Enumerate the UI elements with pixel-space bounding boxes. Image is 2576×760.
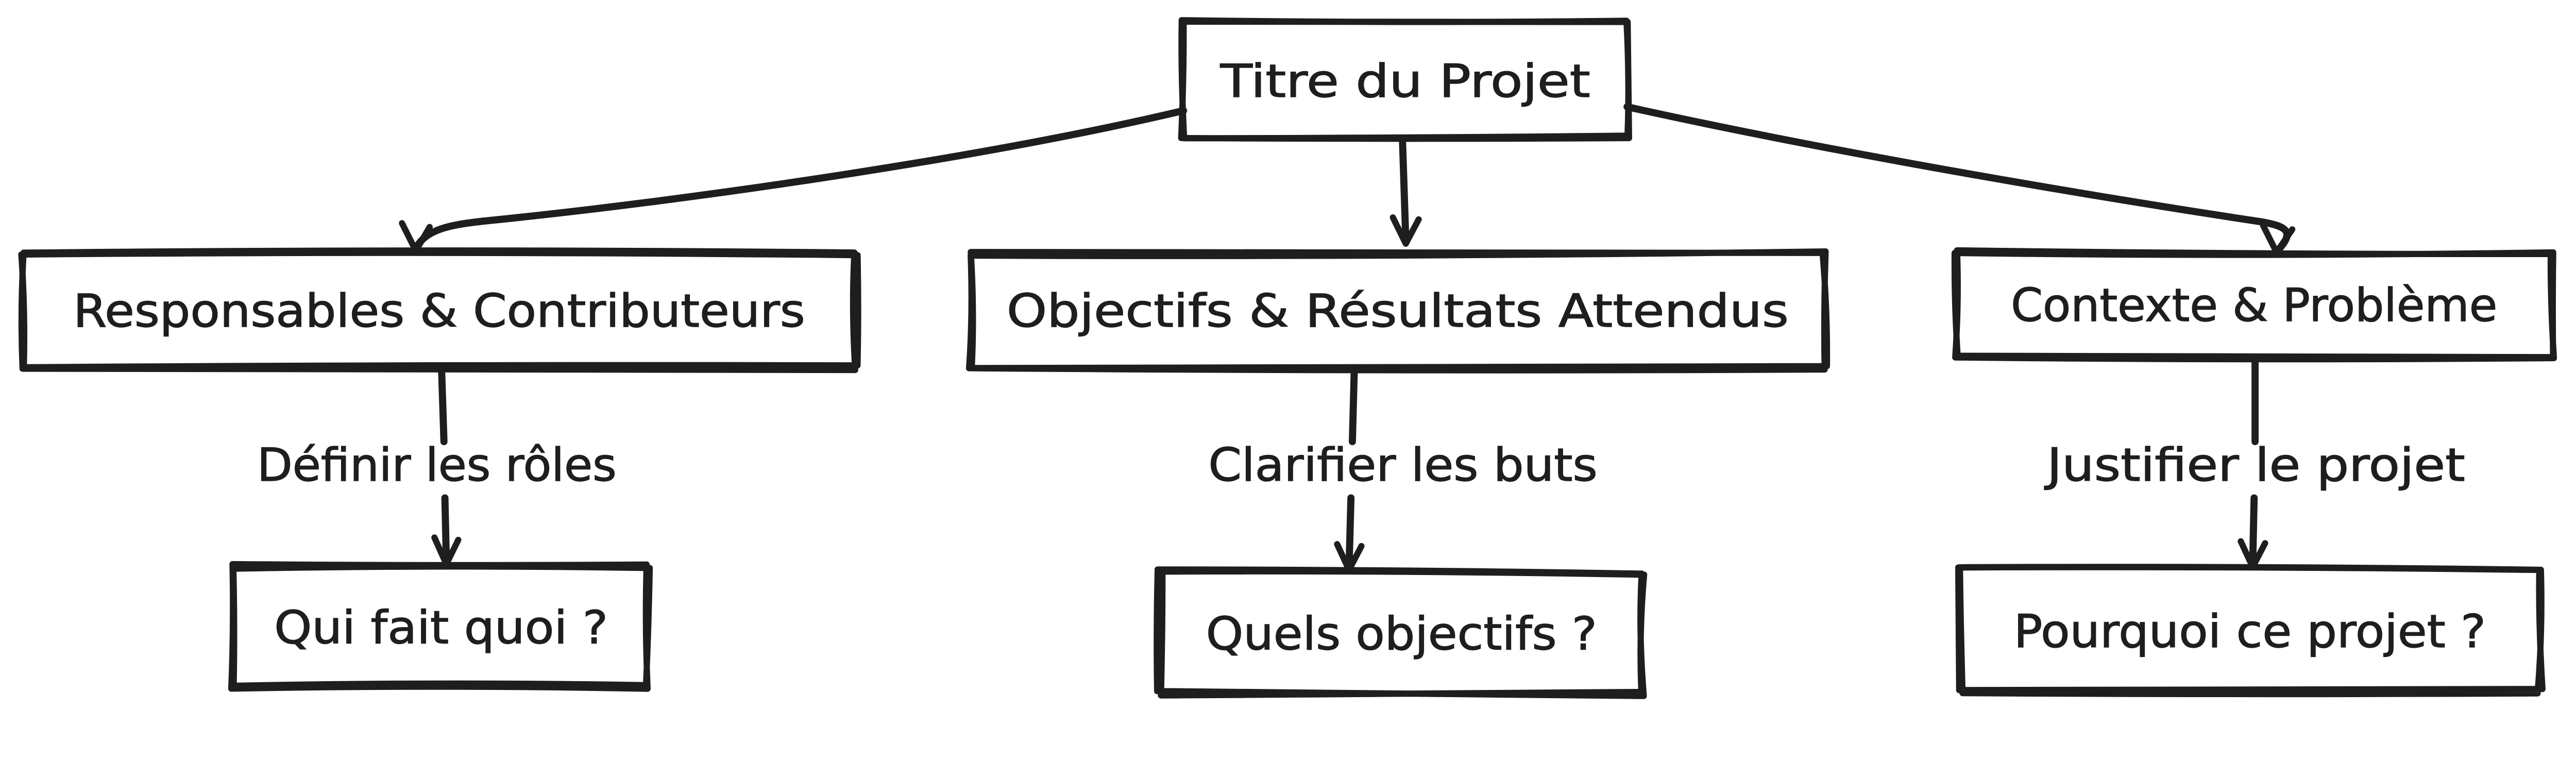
node-label: Titre du Projet — [1219, 55, 1590, 108]
leaf-quels-objectifs: Quels objectifs ? — [1154, 566, 1648, 699]
diagram-canvas: Définir les rôles Clarifier les buts Jus… — [18, 17, 2557, 699]
node-box — [1154, 566, 1648, 699]
edge-root-to-objectifs — [1399, 135, 1410, 244]
edge-root-to-contexte — [1623, 103, 2291, 255]
node-box — [228, 561, 653, 692]
edge-label-to-quifaitquoi — [441, 494, 450, 565]
node-box — [1178, 17, 1632, 142]
node-box — [1951, 247, 2557, 363]
node-box — [18, 247, 861, 374]
edges — [399, 103, 2296, 573]
arrowhead-down-icon — [399, 220, 433, 254]
node-objectifs-resultats: Objectifs & Résultats Attendus — [965, 248, 1831, 374]
node-box — [965, 248, 1831, 374]
node-label: Contexte & Problème — [2011, 279, 2497, 332]
node-contexte-probleme: Contexte & Problème — [1951, 247, 2557, 363]
node-titre-du-projet: Titre du Projet — [1178, 17, 1632, 142]
project-mindmap: Définir les rôles Clarifier les buts Jus… — [18, 17, 2557, 699]
node-responsables-contributeurs: Responsables & Contributeurs — [18, 247, 861, 374]
leaf-pourquoi-ce-projet: Pourquoi ce projet ? — [1955, 564, 2546, 698]
node-label: Objectifs & Résultats Attendus — [1007, 284, 1789, 337]
edge-label-to-quelsobjectifs — [1345, 494, 1355, 571]
node-box — [1955, 564, 2546, 698]
edge-objectifs-to-label — [1349, 365, 1358, 446]
node-label: Pourquoi ce projet ? — [2014, 605, 2486, 658]
node-label: Quels objectifs ? — [1206, 607, 1597, 661]
node-label: Responsables & Contributeurs — [73, 284, 805, 337]
edge-root-to-responsables — [412, 107, 1188, 252]
leaf-qui-fait-quoi: Qui fait quoi ? — [228, 561, 653, 692]
edge-label-justifier-le-projet: Justifier le projet — [2044, 438, 2465, 492]
edge-label-clarifier-les-buts: Clarifier les buts — [1208, 438, 1597, 492]
arrowhead-down-icon — [1389, 214, 1422, 247]
node-label: Qui fait quoi ? — [274, 601, 608, 654]
edge-responsables-to-label — [438, 365, 448, 446]
edge-label-definir-les-roles: Définir les rôles — [257, 438, 617, 492]
edge-label-to-pourquoi — [2249, 494, 2258, 568]
